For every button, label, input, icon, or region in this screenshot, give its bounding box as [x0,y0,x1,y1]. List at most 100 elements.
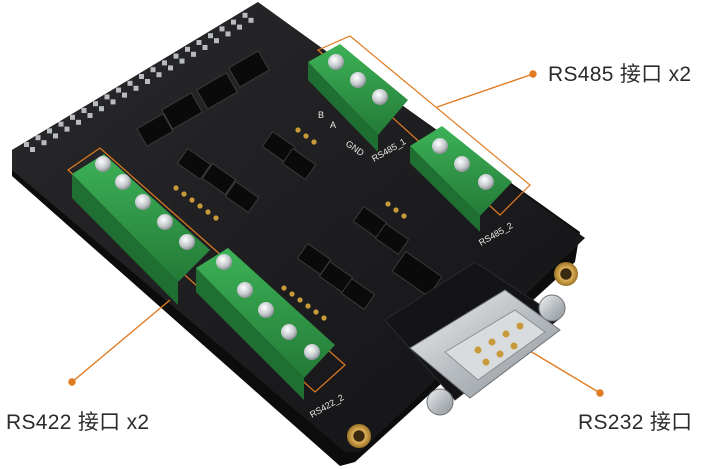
screw-icon [304,344,320,360]
db9-screw-icon [426,388,454,416]
gpio-pin [35,135,41,141]
gpio-pin [122,92,127,98]
gold-pad [321,315,327,321]
screw-icon [478,174,494,190]
db9-pin [516,322,524,330]
gpio-pin [231,19,236,25]
callout-leaders [68,70,604,397]
gold-pad [401,213,407,219]
gold-pad [297,297,303,303]
screw-icon [216,254,232,270]
db9-pin [482,358,490,366]
gpio-pin [53,133,58,139]
screw-icon [95,156,111,172]
gpio-pin [237,24,242,30]
gpio-pin [47,128,52,134]
ic-chip [161,92,203,130]
rs422-terminal-1 [72,154,210,305]
gpio-pin [156,72,162,78]
screw-icon [157,214,173,230]
ic-chip [374,222,410,256]
gpio-pin [242,12,248,18]
ic-chip [281,147,317,181]
screw-icon [328,54,344,70]
gpio-pin [208,33,213,39]
gold-pad [305,303,311,309]
ic-chip [391,250,443,298]
db9-pin [496,350,504,358]
ic-chip [136,113,174,147]
gpio-pin [248,17,254,23]
screw-icon [179,234,195,250]
ic-chip [201,162,237,196]
gpio-pin [58,121,64,127]
db9-pin [502,330,510,338]
gpio-pin [219,26,225,32]
gpio-pin [133,85,139,91]
gpio-pin [196,40,202,45]
gpio-pin [70,114,75,120]
screw-icon [432,138,448,154]
rs232-callout-label: RS232 接口 [578,411,693,434]
gold-pad [311,139,317,145]
rs422-terminal-2 [196,248,335,400]
db9-pin [488,338,496,346]
gold-pad [281,285,287,291]
gold-pad [295,127,301,133]
ic-chip [340,277,376,311]
gpio-pin [81,108,87,113]
ic-chip [196,72,238,110]
db9-pin [510,342,518,350]
rs485-callout-label: RS485 接口 x2 [548,63,692,86]
gold-pad [205,209,211,215]
silk-a: A [330,120,336,130]
gold-pad [303,133,309,139]
rs422-leader [71,299,171,383]
screw-icon [350,72,366,88]
terminal-front [196,268,304,400]
gold-pad [289,291,295,297]
gpio-pin [116,87,121,93]
db9-screw-icon [538,294,566,322]
gpio-pin [145,79,150,84]
gpio-pin [64,126,70,132]
gpio-pin [99,106,104,112]
gpio-pin [191,51,196,57]
gpio-pin [104,94,110,100]
screw-icon [135,194,151,210]
gpio-pin [168,65,173,71]
gold-pad [385,201,391,207]
gpio-pin [87,113,93,118]
gpio-pin [150,67,156,73]
silk-b: B [318,110,324,120]
terminal-front [72,174,178,305]
ic-chip [224,180,260,214]
terminal-body [72,154,210,282]
terminal-front [410,146,480,232]
gold-pad [189,197,195,203]
rs422-leader-dot [68,378,76,386]
screw-icon [372,89,388,105]
gold-pad [181,191,187,197]
gpio-pin [41,140,47,146]
gpio-pin [202,45,208,50]
gpio-pin [179,58,185,64]
rs485-terminal-2 [410,126,512,232]
mounting-hole [554,262,578,286]
gold-pad [197,203,203,209]
screw-icon [258,302,274,318]
rs485-leader-dot [529,70,537,78]
ic-chip [228,50,270,88]
db9-pin [474,346,482,354]
gpio-pin [214,38,219,44]
gpio-pin [162,60,167,66]
screw-icon [115,174,131,190]
rs485-terminal-1 [308,44,408,152]
ic-chip [176,147,212,181]
gold-pad [313,309,319,315]
gpio-pin [24,142,29,147]
gold-pad [393,207,399,213]
gpio-header [24,12,254,152]
gpio-pin [30,147,35,152]
